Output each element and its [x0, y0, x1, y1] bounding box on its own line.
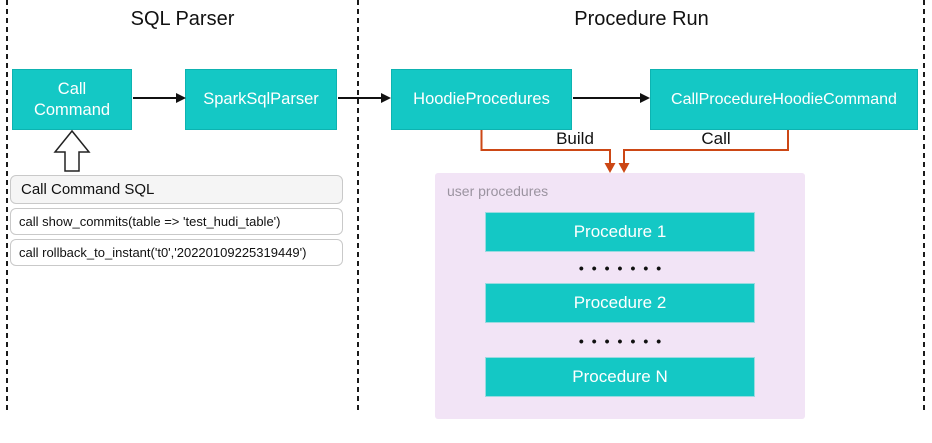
- edge-label-call: Call: [701, 129, 731, 148]
- node-spark-sql-parser-label: SparkSqlParser: [203, 90, 319, 109]
- node-hoodie-procedures: HoodieProcedures: [391, 69, 572, 130]
- node-spark-sql-parser: SparkSqlParser: [185, 69, 337, 130]
- user-procedures-label: user procedures: [447, 183, 549, 199]
- arrow-parser-to-hoodieprocedures: [338, 93, 391, 103]
- ellipsis-dots: •••••••: [578, 333, 670, 349]
- dashed-border-right: [923, 0, 925, 414]
- edge-label-build: Build: [556, 129, 594, 148]
- node-call-command: Call Command: [12, 69, 132, 130]
- region-title-procedure-run: Procedure Run: [574, 8, 709, 30]
- node-call-procedure-hoodie-command-label: CallProcedureHoodieCommand: [671, 90, 897, 108]
- dashed-border-left: [6, 0, 8, 414]
- sql-statement-row: call rollback_to_instant('t0','202201092…: [10, 239, 343, 266]
- ellipsis-dots: •••••••: [578, 260, 670, 276]
- user-procedures-panel: user procedures Procedure 1 ••••••• Proc…: [435, 173, 805, 419]
- sql-panel-header: Call Command SQL: [10, 175, 343, 204]
- sql-statement-row: call show_commits(table => 'test_hudi_ta…: [10, 208, 343, 235]
- sql-panel: Call Command SQL call show_commits(table…: [10, 175, 343, 270]
- node-call-procedure-hoodie-command: CallProcedureHoodieCommand: [650, 69, 918, 130]
- arrow-callcommand-to-parser: [133, 93, 186, 103]
- node-call-command-label: Call Command: [33, 79, 111, 119]
- procedure-box-2: Procedure 2: [485, 283, 755, 323]
- sql-input-arrow: [53, 129, 91, 172]
- procedure-box-1: Procedure 1: [485, 212, 755, 252]
- node-hoodie-procedures-label: HoodieProcedures: [413, 90, 550, 109]
- arrow-hoodieprocedures-to-command: [573, 93, 650, 103]
- dashed-border-middle: [357, 0, 359, 414]
- region-title-sql-parser: SQL Parser: [130, 8, 235, 30]
- procedure-box-n: Procedure N: [485, 357, 755, 397]
